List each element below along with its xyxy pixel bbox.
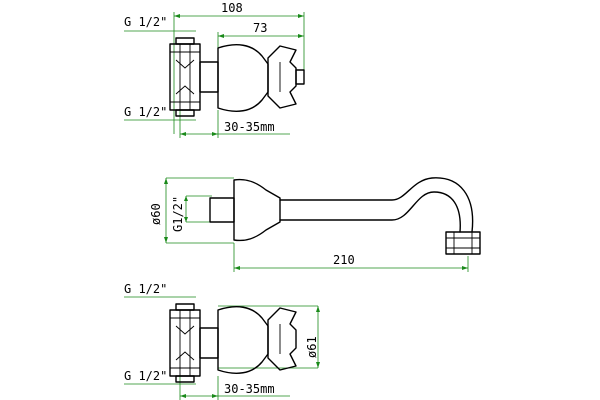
- top-depth-dim-label: 30-35mm: [224, 120, 275, 134]
- spout-view: ø60 G1/2" 210: [149, 177, 481, 272]
- top-thread-bottom-label: G 1/2": [124, 105, 167, 119]
- bottom-tap-view: G 1/2" G 1/2" ø61 30-35mm: [124, 282, 320, 400]
- bottom-thread-bottom-label: G 1/2": [124, 369, 167, 383]
- top-overall-dim-label: 108: [221, 1, 243, 15]
- spout-pipe: [279, 177, 474, 233]
- top-body: [217, 44, 269, 112]
- spout-dimensions: [164, 177, 469, 272]
- spout-thread-label: G1/2": [171, 196, 185, 232]
- bottom-body: [217, 306, 269, 374]
- top-cross-handle: [267, 45, 305, 109]
- bottom-diameter-label: ø61: [305, 336, 319, 358]
- bottom-cross-handle: [267, 307, 297, 371]
- bottom-depth-dim-label: 30-35mm: [224, 382, 275, 396]
- top-tap-dimensions: [124, 12, 305, 138]
- top-tap-view: G 1/2" G 1/2" 108 73 30-35mm: [124, 1, 305, 138]
- top-body-dim-label: 73: [253, 21, 267, 35]
- spout-length-label: 210: [333, 253, 355, 267]
- spout-diameter-label: ø60: [149, 203, 163, 225]
- bottom-tap-dimensions: [124, 296, 320, 400]
- bottom-hex-connector: [169, 303, 201, 383]
- bottom-thread-top-label: G 1/2": [124, 282, 167, 296]
- spout-body: [233, 178, 281, 242]
- top-hex-connector: [169, 37, 201, 117]
- spout-aerator: [445, 231, 481, 255]
- top-thread-top-label: G 1/2": [124, 15, 167, 29]
